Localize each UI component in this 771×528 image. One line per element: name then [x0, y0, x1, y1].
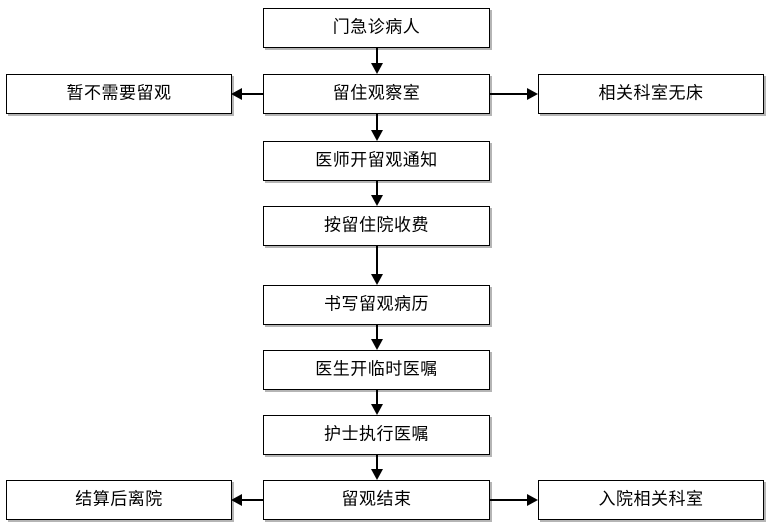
edge-shaft: [376, 48, 378, 64]
node-label: 相关科室无床: [598, 83, 704, 103]
node-label: 门急诊病人: [332, 17, 421, 37]
edge-n6-to-n7: [371, 390, 389, 415]
node-label: 医生开临时医嘱: [315, 359, 438, 379]
edge-shaft: [490, 93, 529, 95]
node-charge-as-inpatient[interactable]: 按留住院收费: [263, 206, 490, 246]
node-observation-room-stay[interactable]: 留住观察室: [263, 74, 490, 114]
edge-n2-to-left-top: [231, 88, 263, 105]
edge-shaft: [376, 455, 378, 470]
node-observation-ends[interactable]: 留观结束: [263, 480, 490, 520]
arrowhead-right-icon: [527, 88, 538, 100]
edge-shaft: [240, 499, 263, 501]
edge-n1-to-n2: [371, 48, 389, 74]
edge-n2-to-n3: [371, 114, 389, 141]
edge-n3-to-n4: [371, 181, 389, 206]
node-settle-and-leave-hospital[interactable]: 结算后离院: [6, 480, 232, 520]
arrowhead-down-icon: [371, 339, 383, 350]
node-label: 暂不需要留观: [66, 83, 172, 103]
arrowhead-down-icon: [371, 63, 383, 74]
edge-shaft: [376, 390, 378, 405]
edge-n8-to-left-bottom: [231, 494, 263, 511]
node-label: 结算后离院: [75, 489, 163, 509]
arrowhead-down-icon: [371, 274, 383, 285]
arrowhead-down-icon: [371, 130, 383, 141]
node-label: 留住观察室: [332, 83, 421, 103]
node-label: 医师开留观通知: [315, 150, 438, 170]
edge-n8-to-right-bottom: [490, 494, 538, 511]
node-write-observation-record[interactable]: 书写留观病历: [263, 285, 490, 325]
node-no-observation-needed[interactable]: 暂不需要留观: [6, 74, 232, 114]
node-outpatient-emergency-patient[interactable]: 门急诊病人: [263, 8, 490, 48]
node-label: 护士执行医嘱: [324, 424, 429, 444]
arrowhead-left-icon: [231, 494, 242, 506]
node-nurse-executes-orders[interactable]: 护士执行医嘱: [263, 415, 490, 455]
node-doctor-issues-observation-notice[interactable]: 医师开留观通知: [263, 141, 490, 181]
arrowhead-right-icon: [527, 494, 538, 506]
arrowhead-down-icon: [371, 195, 383, 206]
edge-n2-to-right-top: [490, 88, 538, 105]
edge-shaft: [240, 93, 263, 95]
edge-shaft: [376, 114, 378, 131]
edge-shaft: [490, 499, 529, 501]
arrowhead-down-icon: [371, 404, 383, 415]
node-label: 入院相关科室: [598, 489, 704, 509]
arrowhead-left-icon: [231, 88, 242, 100]
node-label: 书写留观病历: [324, 294, 429, 314]
edge-shaft: [376, 246, 378, 275]
node-no-bed-in-related-department[interactable]: 相关科室无床: [538, 74, 764, 114]
node-doctor-issues-temporary-orders[interactable]: 医生开临时医嘱: [263, 350, 490, 390]
node-label: 按留住院收费: [324, 215, 429, 235]
node-admit-to-related-department[interactable]: 入院相关科室: [538, 480, 764, 520]
edge-shaft: [376, 325, 378, 340]
edge-n5-to-n6: [371, 325, 389, 350]
node-label: 留观结束: [341, 489, 412, 509]
edge-n7-to-n8: [371, 455, 389, 480]
edge-n4-to-n5: [371, 246, 389, 285]
arrowhead-down-icon: [371, 469, 383, 480]
edge-shaft: [376, 181, 378, 196]
